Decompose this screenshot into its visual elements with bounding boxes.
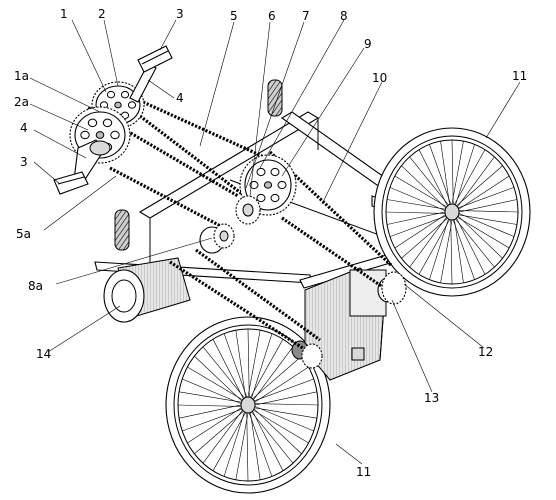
label-14: 14 xyxy=(36,347,51,361)
label-9: 9 xyxy=(364,37,372,51)
sprocket-rear xyxy=(381,271,407,305)
label-8a: 8a xyxy=(28,279,43,293)
sprocket-8 xyxy=(235,195,261,225)
label-7: 7 xyxy=(302,9,310,23)
crank-and-pedals xyxy=(53,45,173,195)
chain-front-lower xyxy=(195,248,321,342)
rear-wheel xyxy=(373,127,531,297)
label-4-top: 4 xyxy=(176,91,184,105)
label-5a: 5a xyxy=(16,227,31,241)
label-12: 12 xyxy=(478,345,493,359)
label-2: 2 xyxy=(98,7,106,21)
label-4-left: 4 xyxy=(20,121,28,135)
label-11-bottom: 11 xyxy=(356,465,371,479)
label-1: 1 xyxy=(60,7,68,21)
label-6: 6 xyxy=(268,9,276,23)
chain-5a-upper xyxy=(87,106,239,198)
chain-front-upper xyxy=(169,260,313,356)
label-5: 5 xyxy=(230,9,238,23)
crank-arm-upper xyxy=(129,63,157,103)
shock-absorber-front xyxy=(114,209,130,251)
label-2a: 2a xyxy=(14,95,29,109)
label-3-left: 3 xyxy=(20,155,28,169)
chain-5a-lower xyxy=(109,166,233,234)
front-wheel xyxy=(165,316,331,494)
label-13: 13 xyxy=(424,391,439,405)
label-1a: 1a xyxy=(14,69,29,83)
label-10: 10 xyxy=(372,71,387,85)
label-11-top: 11 xyxy=(512,69,527,83)
shock-absorber-top xyxy=(267,79,283,117)
chain-10-lower xyxy=(281,216,391,294)
reference-labels: 1 2 3 4 5 6 7 8 9 10 11 1a 2a 4 3 5a 8a … xyxy=(14,7,527,479)
label-3-top: 3 xyxy=(176,7,184,21)
leader-lines xyxy=(29,19,521,465)
pedal-upper xyxy=(137,45,173,73)
sprocket-8a xyxy=(199,223,235,254)
chain-5-lower xyxy=(139,114,251,202)
motor-14 xyxy=(103,257,191,323)
sprocket-front xyxy=(301,343,323,369)
label-8: 8 xyxy=(340,9,348,23)
pedal-lower xyxy=(53,171,89,195)
